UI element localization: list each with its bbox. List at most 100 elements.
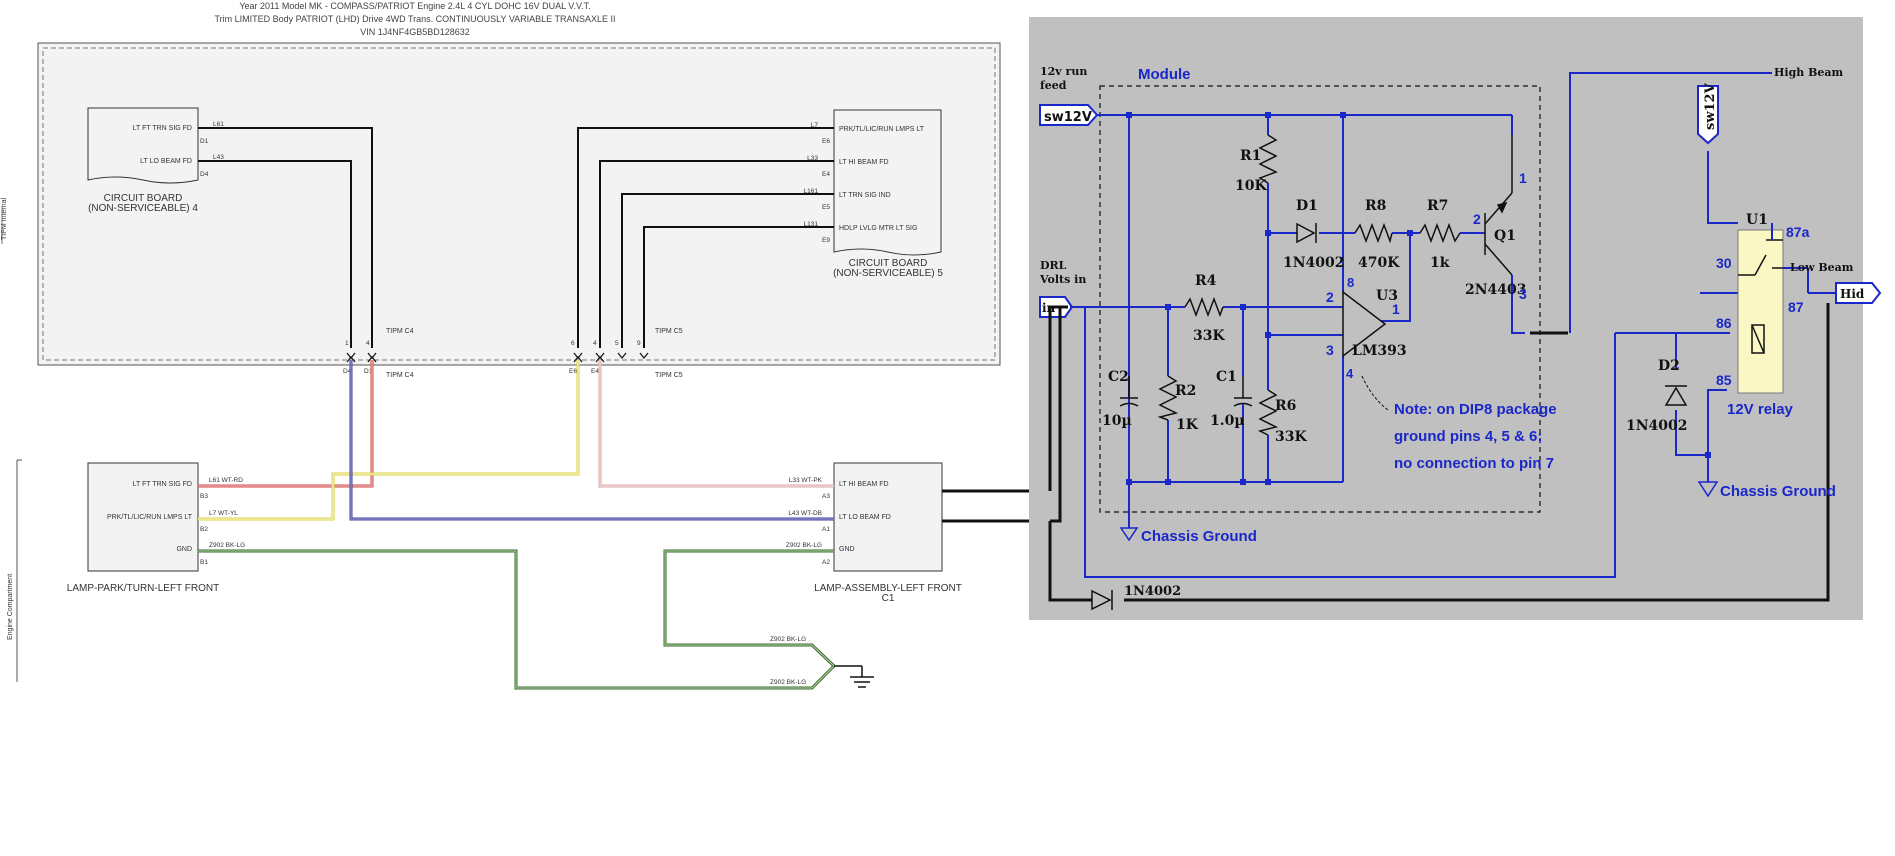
r4-value: 33K <box>1193 328 1225 344</box>
c2-capacitor <box>1119 376 1139 420</box>
d1-diode <box>1296 222 1317 244</box>
side-label-tipm: TIPM Internal <box>1 198 8 240</box>
u3-pin-4: 4 <box>1346 366 1354 381</box>
hid-tag-label: Hid <box>1840 287 1865 301</box>
cb5-wire-2: L33 <box>807 155 818 162</box>
sw12v-vertical-tag <box>1697 85 1719 145</box>
c4-pin-2: 4 <box>366 340 370 347</box>
lamp-assembly-wire-3: Z902 BK-LG <box>786 542 822 549</box>
factory-wiring-diagram: Year 2011 Model MK - COMPASS/PATRIOT Eng… <box>1 1 1050 690</box>
relay-body <box>1737 229 1784 394</box>
tipm-c5-label-bottom: TIPM C5 <box>655 372 683 379</box>
sw12v-vertical-label: sw12V <box>1703 82 1718 130</box>
c1-value: 1.0µ <box>1210 413 1245 429</box>
relay-pin-86: 86 <box>1716 315 1732 331</box>
harness-wires <box>198 360 836 690</box>
u3-pin-2: 2 <box>1326 289 1334 305</box>
r4-resistor <box>1184 296 1224 318</box>
output-diode-label: 1N4002 <box>1124 584 1181 599</box>
black-wires <box>1048 303 1830 602</box>
header-line-1: Year 2011 Model MK - COMPASS/PATRIOT Eng… <box>239 1 590 11</box>
lamp-park-cav-1: B3 <box>200 493 208 500</box>
r7-label: R7 <box>1427 198 1448 214</box>
note-line-1: Note: on DIP8 package <box>1394 401 1557 418</box>
lamp-assembly-name: LAMP-ASSEMBLY-LEFT FRONT <box>814 583 962 594</box>
connector-chevrons <box>346 352 649 363</box>
lamp-park-wire-1: L61 WT-RD <box>209 477 243 484</box>
lamp-park-wire-2: L7 WT-YL <box>209 510 238 517</box>
r1-resistor <box>1258 134 1278 184</box>
sw12v-label: sw12V <box>1044 110 1092 125</box>
tipm-c5-label-top: TIPM C5 <box>655 328 683 335</box>
c1-capacitor <box>1233 376 1253 420</box>
c4-pin-4: D1 <box>364 368 373 375</box>
cb4-cav-2: D4 <box>200 171 209 178</box>
chassis-ground-label: Chassis Ground <box>1141 528 1257 545</box>
u1-label: U1 <box>1746 212 1768 228</box>
c2-label: C2 <box>1108 369 1129 385</box>
chassis-ground-2-label: Chassis Ground <box>1720 483 1836 500</box>
tipm-dashed-border <box>42 47 996 361</box>
cb5-wire-4: L131 <box>804 221 819 228</box>
d1-value: 1N4002 <box>1283 255 1345 271</box>
cb4-pin-label-2: LT LO BEAM FD <box>140 158 192 165</box>
r2-resistor <box>1157 375 1179 421</box>
note-line-3: no connection to pin 7 <box>1394 455 1554 472</box>
r2-label: R2 <box>1175 383 1196 399</box>
lamp-assembly-sub: C1 <box>882 593 895 604</box>
d1-label: D1 <box>1296 198 1318 214</box>
u3-label: U3 <box>1376 288 1398 304</box>
d2-label: D2 <box>1658 358 1680 374</box>
cb5-pin-label-1: PRK/TL/LIC/RUN LMPS LT <box>839 126 925 133</box>
r6-value: 33K <box>1275 429 1307 445</box>
module-label: Module <box>1138 66 1191 83</box>
r1-value: 10K <box>1235 178 1267 194</box>
lamp-assembly-wire-2: L43 WT-DB <box>788 510 822 517</box>
relay-pin-30: 30 <box>1716 255 1732 271</box>
lamp-assembly-pin-label-3: GND <box>839 546 855 553</box>
tipm-internal-wires <box>198 127 834 348</box>
lamp-park-pin-label-3: GND <box>176 546 192 553</box>
cb4-pin-label-1: LT FT TRN SIG FD <box>133 125 192 132</box>
r7-resistor <box>1419 222 1461 244</box>
cb5-pin-label-2: LT HI BEAM FD <box>839 159 889 166</box>
cb4-cav-1: D1 <box>200 138 209 145</box>
lamp-assembly-wire-1: L33 WT-PK <box>789 477 823 484</box>
lamp-park-box <box>87 462 199 572</box>
lamp-park-cav-2: B2 <box>200 526 208 533</box>
relay-pin-87a: 87a <box>1786 224 1810 240</box>
c4-pin-3: D4 <box>343 368 352 375</box>
lamp-assembly-pin-label-1: LT HI BEAM FD <box>839 481 889 488</box>
r2-value: 1K <box>1176 417 1199 433</box>
d2-diode <box>1664 385 1688 406</box>
high-beam-label: High Beam <box>1774 66 1844 79</box>
cb5-cav-2: E4 <box>822 171 830 178</box>
sw12v-tag <box>1039 104 1099 126</box>
c5-pin-3: 5 <box>615 340 619 347</box>
lamp-park-pin-label-2: PRK/TL/LIC/RUN LMPS LT <box>107 514 193 521</box>
ground-symbol <box>834 665 874 688</box>
ground-wire-label-1: Z902 BK-LG <box>770 636 806 643</box>
side-label-engine: Engine Compartment <box>7 574 14 640</box>
u3-pin-3: 3 <box>1326 342 1334 358</box>
cb5-cav-4: E9 <box>822 237 830 244</box>
circuit-board-5 <box>833 109 942 256</box>
output-diode <box>1091 589 1113 611</box>
c4-pin-1: 1 <box>345 340 349 347</box>
q1-pin-1: 1 <box>1519 170 1527 186</box>
ground-wire-label-2: Z902 BK-LG <box>770 679 806 686</box>
cb5-cav-3: E5 <box>822 204 830 211</box>
in-tag-label: in <box>1042 301 1056 315</box>
q1-value: 2N4403 <box>1465 282 1527 298</box>
hid-tag <box>1835 282 1882 304</box>
q1-label: Q1 <box>1494 228 1516 244</box>
u3-pin-1: 1 <box>1392 301 1400 317</box>
r8-value: 470K <box>1358 255 1400 271</box>
lamp-assembly-box <box>833 462 943 572</box>
header-line-3: VIN 1J4NF4GB5BD128632 <box>360 27 470 37</box>
relay-label: 12V relay <box>1727 401 1794 418</box>
r1-label: R1 <box>1240 148 1261 164</box>
